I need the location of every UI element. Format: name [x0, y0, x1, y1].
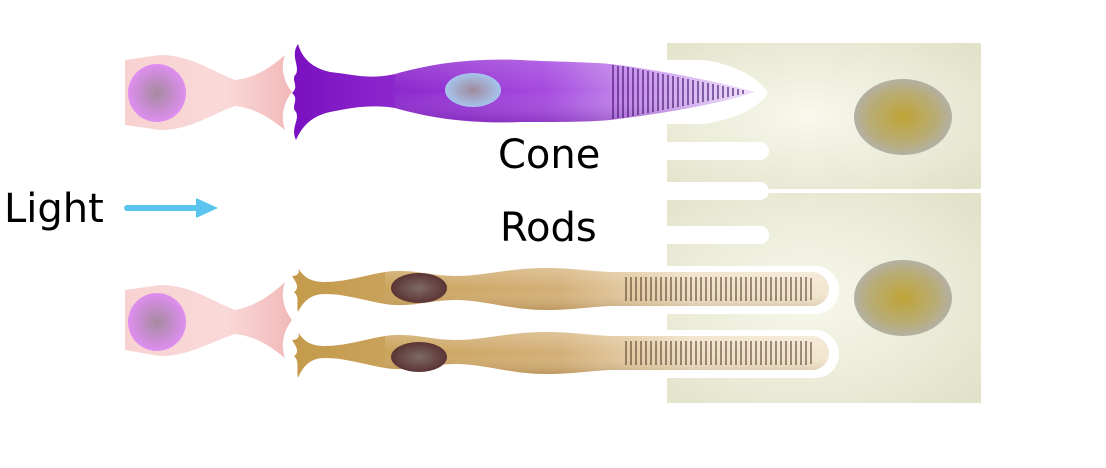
epithelium-gap-1	[667, 142, 769, 160]
rod-cell-2-shading	[385, 332, 829, 374]
bipolar-cell-top	[125, 55, 292, 130]
cone-cell	[292, 44, 755, 140]
epithelium-nucleus-top	[854, 79, 952, 155]
rods-label: Rods	[500, 205, 597, 251]
light-arrow-head	[196, 198, 218, 218]
rod-cell-1-discs	[625, 277, 812, 301]
bipolar-cell-bottom	[125, 282, 292, 358]
cone-label: Cone	[498, 132, 600, 178]
light-arrow	[124, 198, 218, 218]
rod-cell-2-discs	[625, 341, 812, 365]
rod-cell-2	[292, 332, 829, 378]
cone-cell-nucleus	[445, 73, 501, 107]
rod-cell-1-shading	[385, 268, 829, 310]
bipolar-cell-top-nucleus	[128, 64, 186, 122]
bipolar-cell-bottom-nucleus	[128, 293, 186, 351]
rod-cell-1	[292, 268, 829, 312]
epithelium-gap-2	[667, 182, 769, 200]
light-label: Light	[4, 186, 104, 232]
epithelium-nucleus-bottom	[854, 260, 952, 336]
cone-outer-segment-discs	[612, 65, 744, 119]
rod-cell-2-nucleus	[391, 342, 447, 372]
rod-cell-1-nucleus	[391, 273, 447, 303]
epithelium-gap-3	[667, 226, 769, 244]
